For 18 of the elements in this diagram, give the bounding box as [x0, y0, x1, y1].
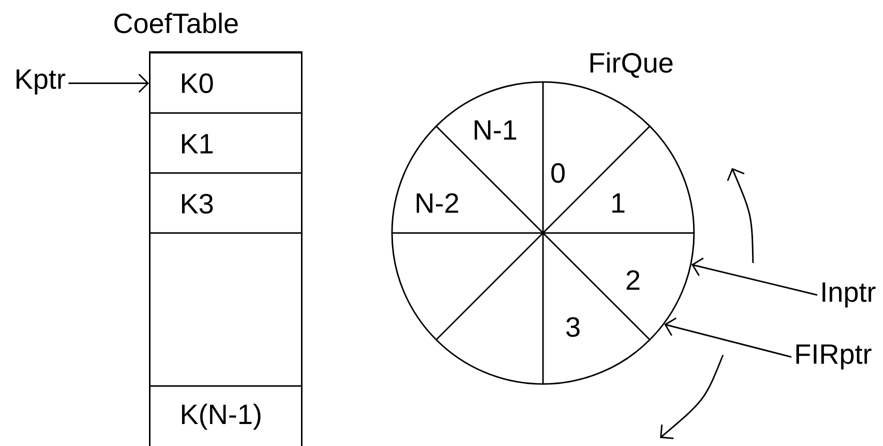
table-row: K3	[149, 172, 302, 214]
pointer-label: Inptr	[822, 282, 876, 308]
sector-number: 0	[551, 163, 565, 183]
table-row: K(N-1)	[149, 385, 302, 430]
pointer-label: Kptr	[16, 69, 66, 95]
arrow	[691, 258, 818, 296]
sector-number: N-1	[474, 120, 516, 140]
sector-number: 3	[566, 317, 580, 337]
table-row: K0	[149, 51, 302, 94]
arrow	[68, 74, 150, 93]
sector-number: 2	[626, 270, 640, 290]
table-title: CoefTable	[114, 12, 238, 34]
pointer-label: FIRptr	[796, 344, 872, 370]
sector-number: N-2	[416, 193, 458, 213]
sector-number: 1	[612, 193, 624, 213]
table-row: K1	[149, 112, 302, 154]
queue-title: FirQue	[590, 52, 673, 78]
arrow	[664, 317, 792, 358]
